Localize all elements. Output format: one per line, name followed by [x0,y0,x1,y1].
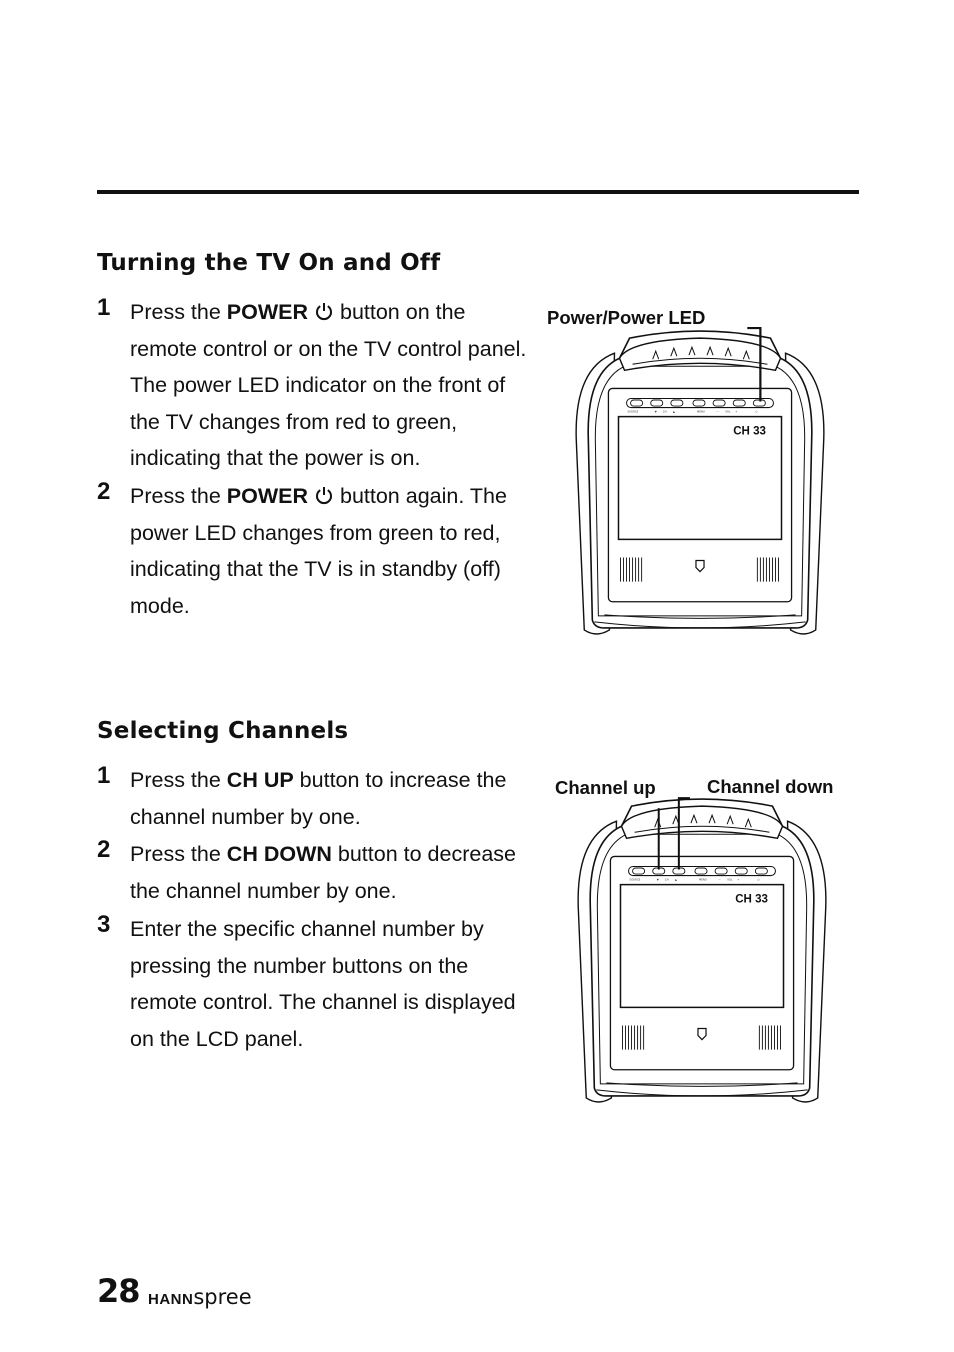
page-number: 28 [97,1272,141,1310]
step-number: 2 [97,836,111,863]
brand-logo: HANNspree [148,1285,252,1309]
screen-channel-text: CH 33 [735,894,768,906]
section-title-power: Turning the TV On and Off [97,250,441,276]
callout-channel-up: Channel up [555,777,656,798]
header-rule [97,190,859,194]
ch-down-keyword: CH DOWN [226,842,332,866]
power-keyword: POWER [226,300,309,324]
callout-line [747,326,762,402]
step-number: 3 [97,911,111,938]
step-text: Press the POWER button on the remote con… [130,300,527,470]
screen-channel-text: CH 33 [733,426,766,438]
step-text: Press the POWER button again. The power … [130,484,507,618]
power-icon [316,303,332,320]
step-text: Enter the specific channel number by pre… [130,917,516,1051]
tv-illustration-power: CH 33 [575,326,825,635]
callout-power-led: Power/Power LED [547,307,706,328]
step-number: 2 [97,478,111,505]
callout-channel-down: Channel down [707,776,834,797]
step-number: 1 [97,294,111,321]
ch-up-keyword: CH UP [226,768,294,792]
step-text: Press the CH DOWN button to decrease the… [130,842,516,903]
step-number: 1 [97,762,111,789]
tv-illustration-channels: CH 33 [577,797,827,1103]
power-icon [316,487,332,504]
power-keyword: POWER [226,484,309,508]
section-title-channels: Selecting Channels [97,718,349,744]
step-text: Press the CH UP button to increase the c… [130,768,507,829]
callout-line-down [677,797,690,870]
